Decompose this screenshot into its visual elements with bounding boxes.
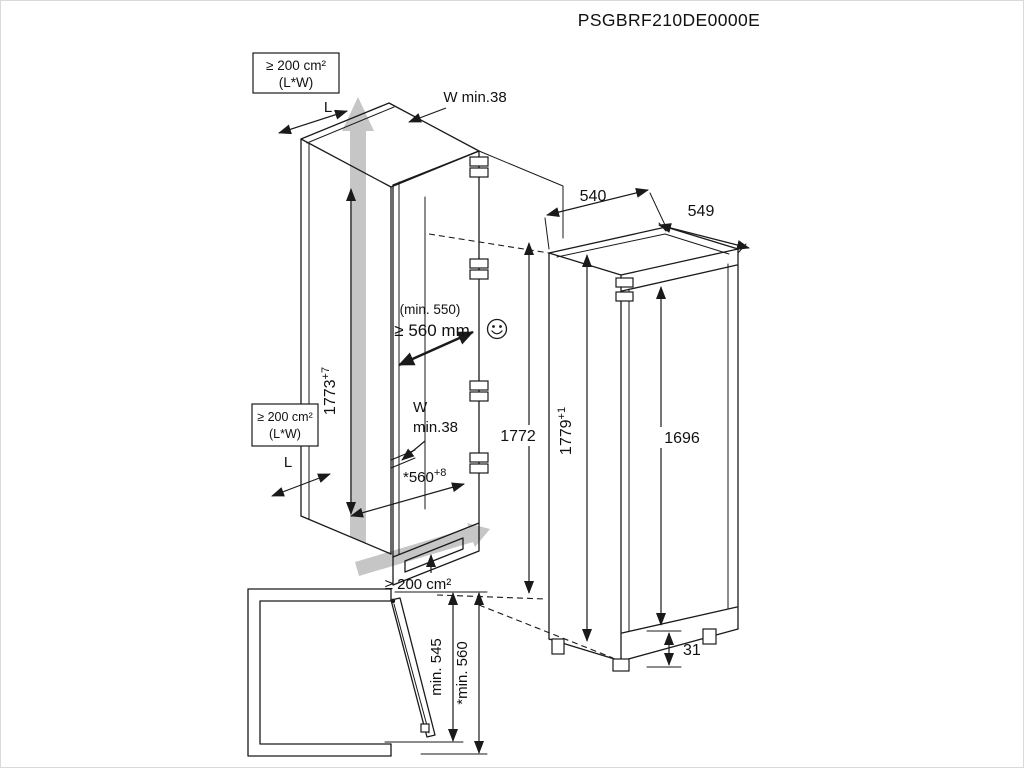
top-length-arrow <box>278 109 348 135</box>
diagram-labels: PSGBRF210DE0000E ≥ 200 cm² (L*W) L W min… <box>257 10 760 705</box>
niche-top-view <box>247 588 436 757</box>
vent-top-label-box <box>252 52 340 94</box>
hinge-marks <box>469 156 489 474</box>
unit-height-dimension: 1779+1 <box>556 407 575 455</box>
unit-door-height-dimension: 1696 <box>664 430 700 447</box>
bottom-vent-label: ≥ 200 cm² <box>385 576 452 593</box>
top-wall-leader <box>408 107 447 123</box>
appliance-hinge <box>615 277 634 288</box>
appliance-feet <box>551 628 717 672</box>
dimension-lines <box>271 107 750 755</box>
top-view-depth-rec-label: *min. 560 <box>454 641 471 704</box>
appliance-door-edges <box>621 264 738 634</box>
vent-top-label-line2: (L*W) <box>279 75 314 90</box>
mid-wall-label-line1: W <box>413 399 428 416</box>
airflow-out-arrow <box>355 523 490 576</box>
mid-wall-leader <box>401 440 426 461</box>
plinth-vent <box>392 522 480 586</box>
vent-mid-label-line2: (L*W) <box>269 427 301 441</box>
unit-depth-line <box>658 223 750 250</box>
top-wall-label: W min.38 <box>443 89 506 106</box>
niche-isometric-view <box>300 102 614 659</box>
projection-line-base <box>478 604 614 659</box>
vent-top-label-line1: ≥ 200 cm² <box>266 58 326 73</box>
niche-width-arrow <box>350 482 465 518</box>
niche-front-height-dimension: 1772 <box>500 428 536 445</box>
niche-door-panel <box>392 150 480 558</box>
niche-depth-arrow <box>398 330 474 367</box>
product-code: PSGBRF210DE0000E <box>578 10 760 30</box>
niche-height-dimension: 1773+7 <box>320 367 339 415</box>
vent-mid-label-box <box>251 403 319 447</box>
niche-width-dimension: *560+8 <box>403 467 446 486</box>
smiley-icon <box>486 318 508 340</box>
top-view-depth-min-label: min. 545 <box>428 638 445 696</box>
projection-line-top <box>428 233 550 254</box>
top-view-door-handle <box>420 723 430 733</box>
niche-depth-dimension: ≥ 560 mm <box>394 321 469 340</box>
top-view-open-door <box>390 597 436 738</box>
unit-plinth-dimension: 31 <box>683 642 701 659</box>
appliance-hinge <box>615 291 634 302</box>
top-length-label: L <box>324 99 332 116</box>
mid-length-label: L <box>284 454 292 471</box>
unit-depth-dimension: 549 <box>688 203 715 220</box>
top-view-hinge-point <box>390 598 396 604</box>
unit-width-line <box>546 188 649 217</box>
mid-length-arrow <box>271 473 331 497</box>
appliance-isometric-view <box>548 226 739 672</box>
unit-width-dimension: 540 <box>580 188 607 205</box>
niche-depth-note: (min. 550) <box>400 302 461 317</box>
mid-wall-label-line2: min.38 <box>413 419 458 436</box>
vent-mid-label-line1: ≥ 200 cm² <box>257 410 313 424</box>
projection-line-bottom <box>436 594 547 600</box>
